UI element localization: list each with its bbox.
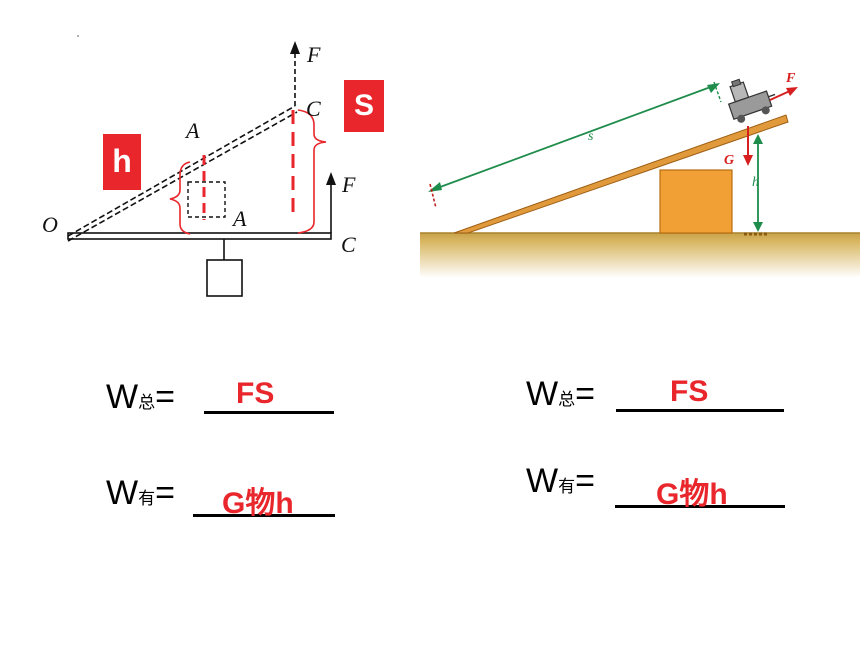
label-f-top: F bbox=[306, 42, 321, 67]
tag-s: S bbox=[344, 80, 384, 132]
right-total-blank bbox=[616, 409, 784, 412]
left-total-eq: = bbox=[155, 378, 175, 416]
speck bbox=[77, 35, 79, 37]
label-o: O bbox=[42, 212, 58, 237]
label-a-top: A bbox=[184, 118, 200, 143]
left-total-blank bbox=[204, 411, 334, 414]
right-total-w: W bbox=[526, 375, 559, 413]
support-block bbox=[659, 169, 733, 234]
right-useful-work-label: W有= bbox=[526, 462, 595, 501]
label-ramp-f: F bbox=[785, 71, 796, 86]
force-f-arrow-head bbox=[786, 87, 798, 96]
force-arrow-right-head bbox=[326, 172, 336, 185]
label-a-mid: A bbox=[231, 206, 247, 231]
distance-s-arrow-head-right bbox=[707, 83, 720, 93]
right-useful-sub: 有 bbox=[558, 477, 576, 496]
left-total-sub: 总 bbox=[138, 393, 156, 412]
lever-bar bbox=[67, 232, 332, 240]
distance-s-top-marker bbox=[713, 81, 722, 103]
label-c-right: C bbox=[341, 232, 356, 257]
cart bbox=[727, 78, 776, 123]
lever-diagram: F C A A O F C bbox=[42, 35, 356, 297]
left-useful-w: W bbox=[106, 474, 139, 512]
right-total-answer: FS bbox=[670, 375, 709, 408]
distance-s-end-marker bbox=[429, 183, 437, 209]
right-total-eq: = bbox=[575, 375, 595, 413]
incline-diagram: F G s h bbox=[420, 71, 860, 278]
left-total-work-label: W总= bbox=[106, 378, 175, 417]
raised-weight-dashed bbox=[187, 181, 226, 218]
ground bbox=[420, 233, 860, 278]
lever-raised-line-b bbox=[67, 111, 298, 242]
brace-s bbox=[297, 109, 327, 234]
left-useful-sub: 有 bbox=[138, 489, 156, 508]
label-ramp-s: s bbox=[588, 129, 594, 144]
ramp-board bbox=[453, 114, 789, 234]
height-h-arrow-head-top bbox=[753, 134, 763, 144]
left-total-w: W bbox=[106, 378, 139, 416]
lever-raised-line-a bbox=[67, 105, 296, 237]
label-f-right: F bbox=[341, 172, 356, 197]
distance-s-arrow bbox=[431, 84, 717, 191]
left-useful-answer: G物h bbox=[222, 487, 294, 520]
hanging-weight bbox=[206, 259, 243, 297]
force-arrow-top-head bbox=[290, 41, 300, 54]
label-ramp-g: G bbox=[724, 153, 734, 168]
right-total-sub: 总 bbox=[558, 390, 576, 409]
tag-h: h bbox=[103, 134, 141, 190]
right-useful-answer: G物h bbox=[656, 478, 728, 511]
height-h-arrow-head-bottom bbox=[753, 222, 763, 232]
right-useful-eq: = bbox=[575, 462, 595, 500]
left-useful-blank bbox=[193, 514, 335, 517]
left-useful-eq: = bbox=[155, 474, 175, 512]
right-useful-w: W bbox=[526, 462, 559, 500]
label-c-top: C bbox=[306, 96, 321, 121]
left-useful-work-label: W有= bbox=[106, 474, 175, 513]
label-ramp-h: h bbox=[752, 175, 759, 190]
gravity-g-arrow-head bbox=[743, 155, 753, 166]
right-total-work-label: W总= bbox=[526, 375, 595, 414]
left-total-answer: FS bbox=[236, 377, 275, 410]
right-useful-blank bbox=[615, 505, 785, 508]
brace-h bbox=[169, 161, 191, 235]
